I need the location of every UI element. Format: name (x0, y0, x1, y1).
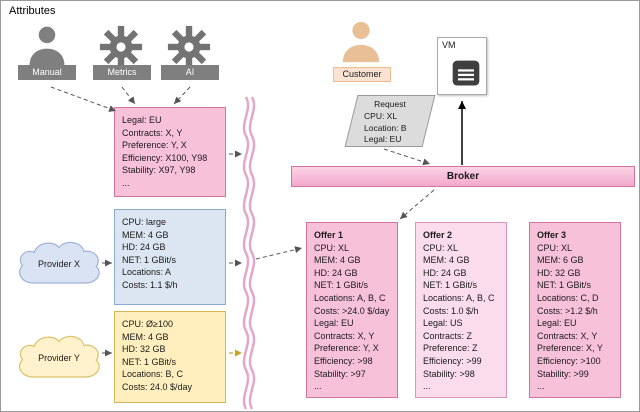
broker-bar: Broker (291, 166, 635, 187)
offer-3-box: Offer 3 CPU: XL MEM: 6 GB HD: 32 GB NET:… (529, 222, 621, 398)
vm-label: VM (442, 40, 456, 50)
arrow-ai-to-attributes (173, 86, 191, 105)
metrics-label: Metrics (93, 65, 151, 80)
request-lines: CPU: XL Location: B Legal: EU (364, 111, 407, 145)
arrow-manual-to-attributes (50, 86, 117, 112)
vm-box: VM (437, 37, 487, 95)
membrane-wave-left (242, 96, 250, 410)
membrane-wave-right (248, 96, 256, 410)
ai-label: AI (161, 65, 219, 80)
request-title: Request (374, 99, 406, 109)
offer-1-box: Offer 1 CPU: XL MEM: 4 GB HD: 24 GB NET:… (306, 222, 398, 398)
attributes-box: Legal: EU Contracts: X, Y Preference: Y,… (114, 107, 226, 197)
offer-3-title: Offer 3 (537, 230, 567, 240)
metrics-gear-icon (99, 25, 143, 69)
ai-gear-icon (167, 25, 211, 69)
request-shape: Request CPU: XL Location: B Legal: EU (344, 95, 436, 147)
customer-label: Customer (333, 67, 391, 82)
offer-1-lines: CPU: XL MEM: 4 GB HD: 24 GB NET: 1 GBit/… (314, 242, 390, 392)
arrow-metrics-to-attributes (121, 86, 136, 105)
arrow-broker-to-offer1 (399, 189, 435, 220)
offer-1-title: Offer 1 (314, 230, 344, 240)
manual-label: Manual (18, 65, 76, 80)
offer-2-lines: CPU: XL MEM: 4 GB HD: 24 GB NET: 1 GBit/… (423, 242, 495, 392)
provider-y-cloud: Provider Y (9, 329, 109, 387)
offer-3-lines: CPU: XL MEM: 6 GB HD: 32 GB NET: 1 GBit/… (537, 242, 603, 392)
provider-x-cloud: Provider X (9, 235, 109, 293)
arrow-request-to-broker (383, 148, 431, 166)
cloud-icon (19, 335, 100, 378)
manual-person-icon (25, 23, 69, 67)
provider-y-label: Provider Y (38, 353, 80, 363)
customer-person-icon (338, 17, 384, 65)
arrow-membrane-to-offer1 (255, 246, 303, 260)
figure-title: Attributes (9, 5, 56, 17)
provider-y-box: CPU: Ø≥100 MEM: 4 GB HD: 32 GB NET: 1 GB… (114, 311, 226, 403)
provider-x-box: CPU: large MEM: 4 GB HD: 24 GB NET: 1 GB… (114, 209, 226, 305)
server-icon (452, 60, 480, 86)
cloud-icon (19, 241, 100, 284)
offer-2-title: Offer 2 (423, 230, 453, 240)
provider-x-label: Provider X (37, 259, 81, 269)
offer-2-box: Offer 2 CPU: XL MEM: 4 GB HD: 24 GB NET:… (415, 222, 507, 398)
